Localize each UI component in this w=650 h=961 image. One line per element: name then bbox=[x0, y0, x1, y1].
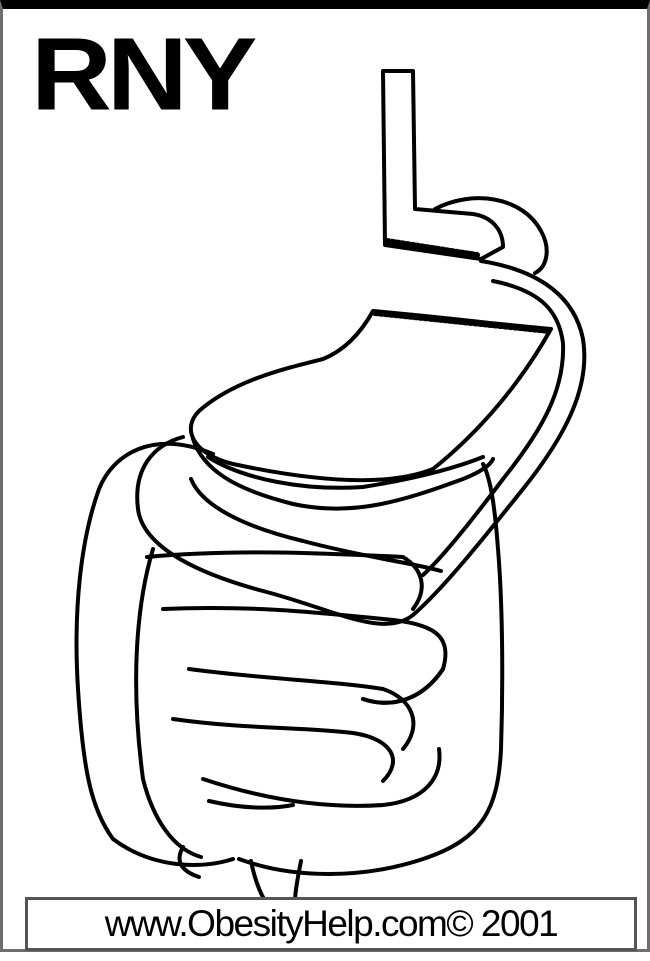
remnant-stomach bbox=[191, 311, 551, 480]
colon-inner-wall bbox=[136, 549, 201, 857]
esophagus bbox=[383, 71, 503, 259]
small-intestine-loop-6 bbox=[209, 801, 293, 808]
roux-limb bbox=[137, 261, 584, 624]
duodenum bbox=[193, 439, 493, 509]
copyright-box: www.ObesityHelp.com© 2001 bbox=[25, 897, 637, 951]
copyright-text: www.ObesityHelp.com© 2001 bbox=[105, 903, 557, 945]
large-intestine bbox=[77, 444, 503, 874]
small-intestine-loop-1 bbox=[147, 552, 422, 609]
small-intestine-loop-5 bbox=[203, 749, 440, 806]
small-intestine-loop-4 bbox=[173, 719, 393, 781]
stomach-staple-line bbox=[375, 313, 549, 331]
rny-digestive-illustration bbox=[3, 9, 650, 961]
small-intestine-loop-2 bbox=[163, 608, 446, 703]
small-intestine-loop-3 bbox=[189, 669, 413, 749]
